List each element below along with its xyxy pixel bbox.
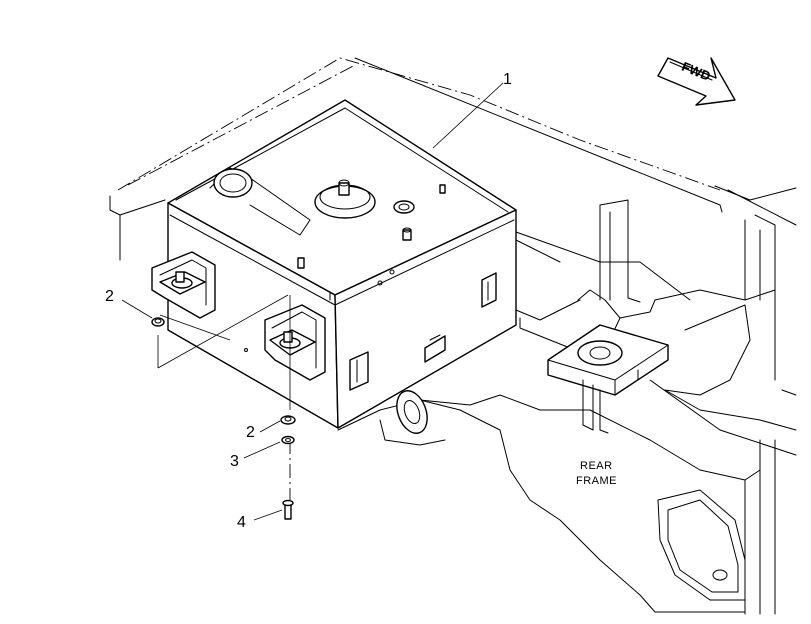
hydraulic-tank	[167, 99, 517, 429]
callout-4: 4	[237, 514, 246, 531]
callout-2-upper: 2	[105, 288, 114, 305]
machine-frame-outline	[109, 57, 797, 615]
rear-frame-label-line1: REAR	[580, 460, 613, 472]
rear-frame	[337, 390, 746, 613]
assembly-centerlines	[157, 294, 291, 500]
frame-mount-bracket	[547, 324, 669, 434]
rear-frame-label-line2: FRAME	[576, 475, 617, 487]
tank-mounting-foot-right	[264, 304, 326, 381]
tank-mounting-foot-left	[151, 251, 216, 319]
callout-3: 3	[230, 453, 239, 470]
forward-direction-arrow: FWD	[657, 57, 736, 106]
callout-1: 1	[503, 71, 512, 88]
lock-nut-upper	[151, 317, 165, 327]
leader-lines	[121, 82, 504, 521]
washer	[281, 435, 295, 445]
callout-2-lower: 2	[246, 424, 255, 441]
bolt	[282, 499, 294, 520]
lock-nut-lower	[280, 415, 296, 425]
